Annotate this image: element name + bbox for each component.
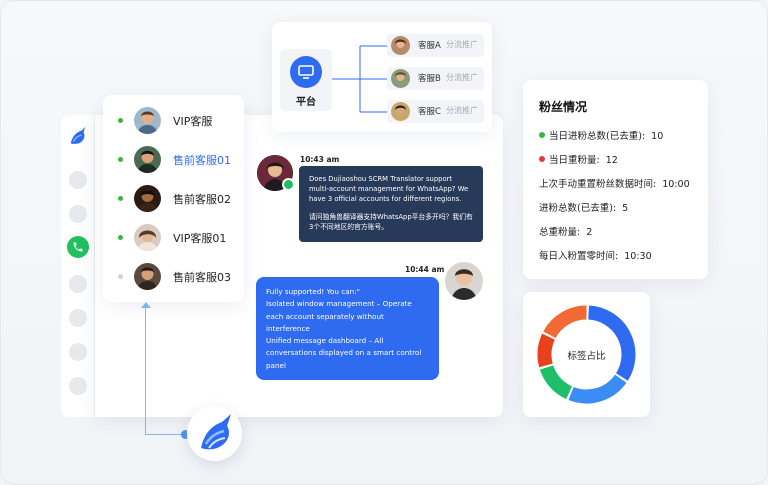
agent-name: VIP客服 (173, 114, 213, 128)
donut-segment[interactable] (543, 305, 587, 339)
agent-item[interactable]: 售前客服03 (103, 257, 244, 296)
branch-item[interactable]: 客服B 分流推广 (387, 67, 484, 90)
brand-logo[interactable] (187, 406, 242, 461)
outgoing-line: Unified message dashboard – All conversa… (266, 336, 422, 370)
stat-value: 12 (605, 155, 618, 166)
donut-segment[interactable] (568, 374, 627, 404)
agent-avatar-icon (391, 69, 410, 88)
stat-label: 总重粉量: (539, 227, 581, 238)
agent-avatar-icon (134, 146, 161, 173)
stat-label: 当日重粉量: (549, 155, 600, 166)
agent-avatar-icon (134, 185, 161, 212)
rail-item[interactable] (69, 205, 87, 223)
left-rail (61, 115, 95, 417)
agent-name: 售前客服02 (173, 192, 231, 206)
outgoing-time: 10:44 am (405, 265, 445, 274)
fans-title: 粉丝情况 (539, 100, 588, 114)
platform-card: 平台 客服A 分流推广 客服B 分流推广 客服C 分流推广 (272, 22, 492, 132)
agent-item[interactable]: VIP客服 (103, 101, 244, 140)
donut-segment[interactable] (537, 333, 555, 368)
agent-avatar-icon (134, 263, 161, 290)
stat-label: 进粉总数(已去重): (539, 203, 617, 214)
agent-name: VIP客服01 (173, 231, 227, 245)
branch-name: 客服A (418, 41, 441, 51)
branch-tag: 分流推广 (446, 73, 478, 82)
branch-name: 客服C (418, 107, 441, 117)
outgoing-line: Fully supported! You can:" (266, 287, 360, 296)
phone-icon[interactable] (67, 236, 89, 258)
online-status-dot (118, 157, 123, 162)
branch-tag: 分流推广 (446, 40, 478, 49)
branch-name: 客服B (418, 74, 441, 84)
stat-row: 总重粉量: 2 (539, 224, 592, 238)
rail-item[interactable] (69, 275, 87, 293)
whatsapp-icon (282, 178, 295, 191)
agent-name: 售前客服01 (173, 153, 231, 167)
agent-list: VIP客服 售前客服01 售前客服02 VIP客服01 售前客服03 (103, 95, 244, 302)
online-status-dot (118, 196, 123, 201)
online-status-dot (118, 235, 123, 240)
branch-item[interactable]: 客服A 分流推广 (387, 34, 484, 57)
branch-tag: 分流推广 (446, 106, 478, 115)
agent-avatar-icon (134, 107, 161, 134)
arrow-up-icon (141, 302, 151, 308)
stat-value: 5 (622, 203, 629, 214)
incoming-text-en: Does Dujiaoshou SCRM Translator support … (309, 175, 469, 203)
incoming-message[interactable]: Does Dujiaoshou SCRM Translator support … (299, 166, 483, 242)
stat-row: 进粉总数(已去重): 5 (539, 200, 628, 214)
stat-value: 10 (651, 131, 664, 142)
agent-item-active[interactable]: 售前客服01 (103, 140, 244, 179)
incoming-time: 10:43 am (300, 155, 340, 164)
red-dot-icon (539, 156, 545, 162)
outgoing-message[interactable]: Fully supported! You can:" Isolated wind… (256, 277, 439, 380)
stat-row: 当日重粉量: 12 (539, 152, 618, 166)
incoming-text-zh: 请问独角兽翻译器支持WhatsApp平台多开吗？我们有3个不同地区的官方账号。 (309, 213, 473, 231)
stat-label: 上次手动重置粉丝数据时间: (539, 179, 657, 190)
stat-value: 10:30 (624, 251, 652, 262)
fans-stats-card: 粉丝情况 当日进粉总数(已去重): 10 当日重粉量: 12 上次手动重置粉丝数… (523, 80, 708, 279)
stat-label: 当日进粉总数(已去重): (549, 131, 646, 142)
branch-item[interactable]: 客服C 分流推广 (387, 100, 484, 123)
stat-row: 每日入粉置零时间: 10:30 (539, 248, 652, 262)
agent-avatar-icon (391, 36, 410, 55)
unicorn-logo-icon[interactable] (67, 125, 89, 147)
agent-item[interactable]: VIP客服01 (103, 218, 244, 257)
unicorn-logo-icon (201, 414, 231, 450)
rail-item[interactable] (69, 343, 87, 361)
rail-item[interactable] (69, 309, 87, 327)
agent-name: 售前客服03 (173, 270, 231, 284)
agent-avatar[interactable] (445, 262, 483, 300)
online-status-dot (118, 118, 123, 123)
agent-avatar-icon (134, 224, 161, 251)
stat-row: 当日进粉总数(已去重): 10 (539, 128, 663, 142)
stat-value: 2 (586, 227, 593, 238)
tag-ratio-donut[interactable]: 标签占比 (523, 292, 650, 417)
agent-item[interactable]: 售前客服02 (103, 179, 244, 218)
rail-item[interactable] (69, 171, 87, 189)
offline-status-dot (118, 274, 123, 279)
monitor-icon (290, 56, 322, 88)
donut-segment[interactable] (539, 364, 573, 400)
stat-row: 上次手动重置粉丝数据时间: 10:00 (539, 176, 690, 190)
connector-line (145, 305, 191, 435)
platform-label: 平台 (296, 97, 316, 108)
agent-avatar-icon (391, 102, 410, 121)
stat-value: 10:00 (662, 179, 690, 190)
stat-label: 每日入粉置零时间: (539, 251, 619, 262)
donut-label: 标签占比 (567, 350, 605, 362)
outgoing-line: Isolated window management – Operate eac… (266, 299, 412, 333)
branch-connector-lines (332, 45, 387, 113)
donut-segment[interactable] (587, 305, 636, 381)
platform-node[interactable]: 平台 (280, 49, 332, 111)
rail-item[interactable] (69, 377, 87, 395)
connector-dot (181, 430, 190, 439)
green-dot-icon (539, 132, 545, 138)
tag-ratio-card: 标签占比 (523, 292, 650, 417)
